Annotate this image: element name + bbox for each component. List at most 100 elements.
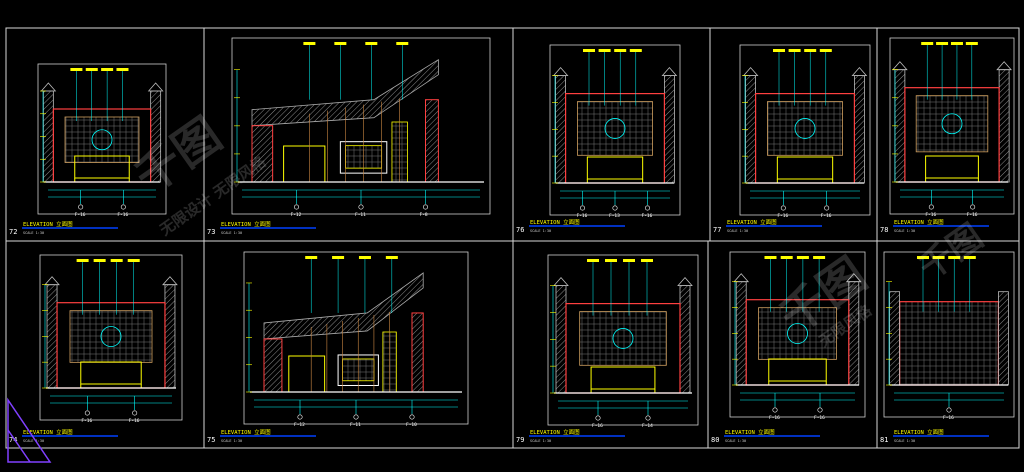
annotation-text-block [334, 42, 347, 45]
panel-title: ELEVATION 立面图 [894, 428, 944, 436]
console-table [590, 366, 656, 390]
annotation-text-block [819, 49, 832, 52]
callout-marker [297, 414, 303, 420]
callout-label: F-16 [117, 212, 128, 218]
pillar-cap [891, 61, 908, 71]
annotation-text-block [917, 256, 929, 259]
console-table [925, 155, 979, 179]
callout-label: F-16 [925, 212, 936, 218]
annotation-text-block [305, 256, 318, 259]
elevation-drawing: F-16 F-16 [742, 49, 868, 219]
panel-number: 77 [713, 226, 721, 234]
callout-label: F-16 [75, 212, 86, 218]
panel-frame [243, 251, 469, 425]
pillar-cap [733, 273, 750, 283]
pillar-right [998, 69, 1010, 183]
console-table [74, 155, 130, 179]
callout-marker [780, 205, 786, 211]
panel-frame [883, 251, 1015, 418]
panel-scale: SCALE 1:30 [23, 231, 44, 235]
callout-marker [84, 410, 90, 416]
panel-scale: SCALE 1:30 [727, 229, 748, 233]
callout-marker [645, 415, 651, 421]
panel-number: 76 [516, 226, 524, 234]
annotation-text-block [921, 42, 934, 45]
north-triangle-icon [7, 397, 52, 463]
elevation-drawing: F-12 F-11 F-10 [246, 256, 462, 428]
console-table [776, 156, 834, 180]
panel-title: ELEVATION 立面图 [23, 220, 73, 228]
panel-title: ELEVATION 立面图 [221, 428, 271, 436]
pillar-left [555, 285, 567, 394]
annotation-text-block [629, 49, 642, 52]
callout-label: F-14 [642, 423, 653, 429]
callout-marker [132, 410, 138, 416]
callout-marker [409, 414, 415, 420]
annotation-text-block [365, 42, 378, 45]
annotation-text-block [85, 68, 98, 71]
panel-title: ELEVATION 立面图 [23, 428, 73, 436]
callout-label: F-16 [129, 418, 140, 424]
annotation-text-block [598, 49, 611, 52]
pillar-cap [553, 276, 569, 287]
panel-frame [739, 44, 871, 216]
wall-panel [915, 95, 989, 153]
panel-scale: SCALE 1:30 [530, 229, 551, 233]
console-table [768, 358, 827, 382]
annotation-text-block [385, 256, 398, 259]
pillar-cap [44, 276, 60, 286]
panel-frame [39, 254, 183, 421]
pillar-cap [742, 66, 759, 76]
panel-frame [889, 37, 1015, 215]
round-ornament [612, 328, 634, 349]
wall-panel [577, 101, 653, 156]
panel-number: 81 [880, 436, 888, 444]
wall-right [998, 291, 1009, 386]
annotation-text-block [773, 49, 785, 52]
callout-label: F-10 [406, 422, 417, 428]
console-table [586, 156, 644, 180]
annotation-text-block [965, 42, 978, 45]
annotation-text-block [813, 256, 826, 259]
wall-panel [767, 101, 843, 156]
annotation-text-block [332, 256, 345, 259]
annotation-text-block [641, 259, 653, 262]
panel-title: ELEVATION 立面图 [894, 218, 944, 226]
panel-frame [547, 254, 699, 426]
round-ornament [91, 129, 113, 151]
callout-marker [772, 407, 778, 413]
annotation-text-block [963, 256, 976, 259]
annotation-text-block [358, 256, 371, 259]
pillar-cap [677, 276, 693, 287]
callout-marker [293, 204, 299, 210]
pillar-cap [851, 66, 868, 76]
callout-marker [579, 205, 585, 211]
panel-title: ELEVATION 立面图 [530, 428, 580, 436]
annotation-text-block [950, 42, 963, 45]
callout-marker [422, 204, 428, 210]
callout-label: F-16 [642, 213, 653, 219]
panel-scale: SCALE 1:30 [23, 439, 44, 443]
panel-scale: SCALE 1:30 [894, 229, 915, 233]
panel-title: ELEVATION 立面图 [221, 220, 271, 228]
callout-label: F-16 [821, 213, 832, 219]
callout-label: F-16 [777, 213, 788, 219]
callout-label: F-12 [294, 422, 305, 428]
callout-label: F-16 [577, 213, 588, 219]
annotation-text-block [948, 256, 961, 259]
callout-label: F-11 [350, 422, 361, 428]
panel-title: ELEVATION 立面图 [530, 218, 580, 226]
